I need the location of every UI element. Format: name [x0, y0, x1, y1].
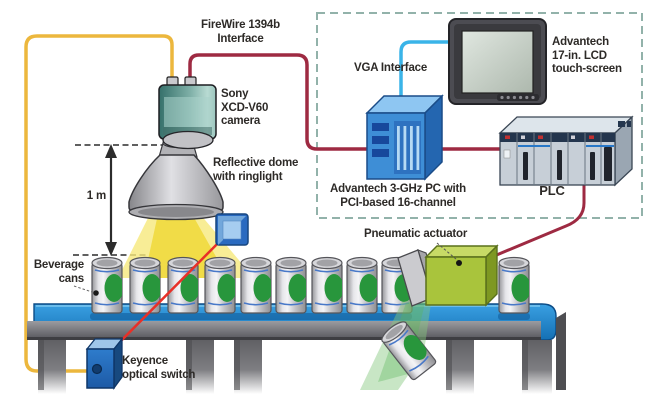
vga-label: VGA Interface — [354, 62, 428, 74]
conveyor — [27, 303, 566, 394]
control-enclosure-outline — [316, 12, 643, 219]
conveyor-legs — [38, 340, 552, 394]
vga-cable — [399, 40, 450, 108]
firewire-label: FireWire 1394b Interface — [201, 19, 280, 45]
switch-label: Keyence optical switch — [122, 355, 196, 381]
dome-label: Reflective dome with ringlight — [213, 157, 299, 183]
camera-lens — [162, 130, 214, 150]
cans-label: Beverage cans — [33, 259, 84, 285]
laser-reflector — [215, 213, 249, 246]
camera-label: Sony XCD-V60 camera — [221, 88, 269, 127]
optical-switch-cable — [24, 34, 174, 373]
plc-actuator-cable — [486, 183, 586, 261]
firewire-cable — [188, 53, 502, 151]
touchscreen-monitor — [448, 18, 547, 105]
pc-label: Advantech 3-GHz PC with PCI-based 16-cha… — [330, 183, 466, 209]
monitor-screen — [461, 30, 534, 94]
plc-rack — [498, 115, 634, 187]
distance-label: 1 m — [86, 190, 106, 202]
industrial-pc — [365, 94, 444, 181]
reject-assembly — [360, 244, 499, 390]
monitor-label: Advantech 17-in. LCD touch-screen — [552, 36, 622, 75]
pneumatic-actuator — [424, 244, 499, 307]
reflective-dome — [128, 137, 224, 221]
actuator-label: Pneumatic actuator — [364, 228, 468, 240]
leader-lines — [73, 242, 457, 296]
laser-beam — [105, 229, 232, 357]
camera — [158, 76, 217, 150]
optical-switch — [85, 337, 124, 390]
plc-label: PLC — [539, 183, 565, 198]
